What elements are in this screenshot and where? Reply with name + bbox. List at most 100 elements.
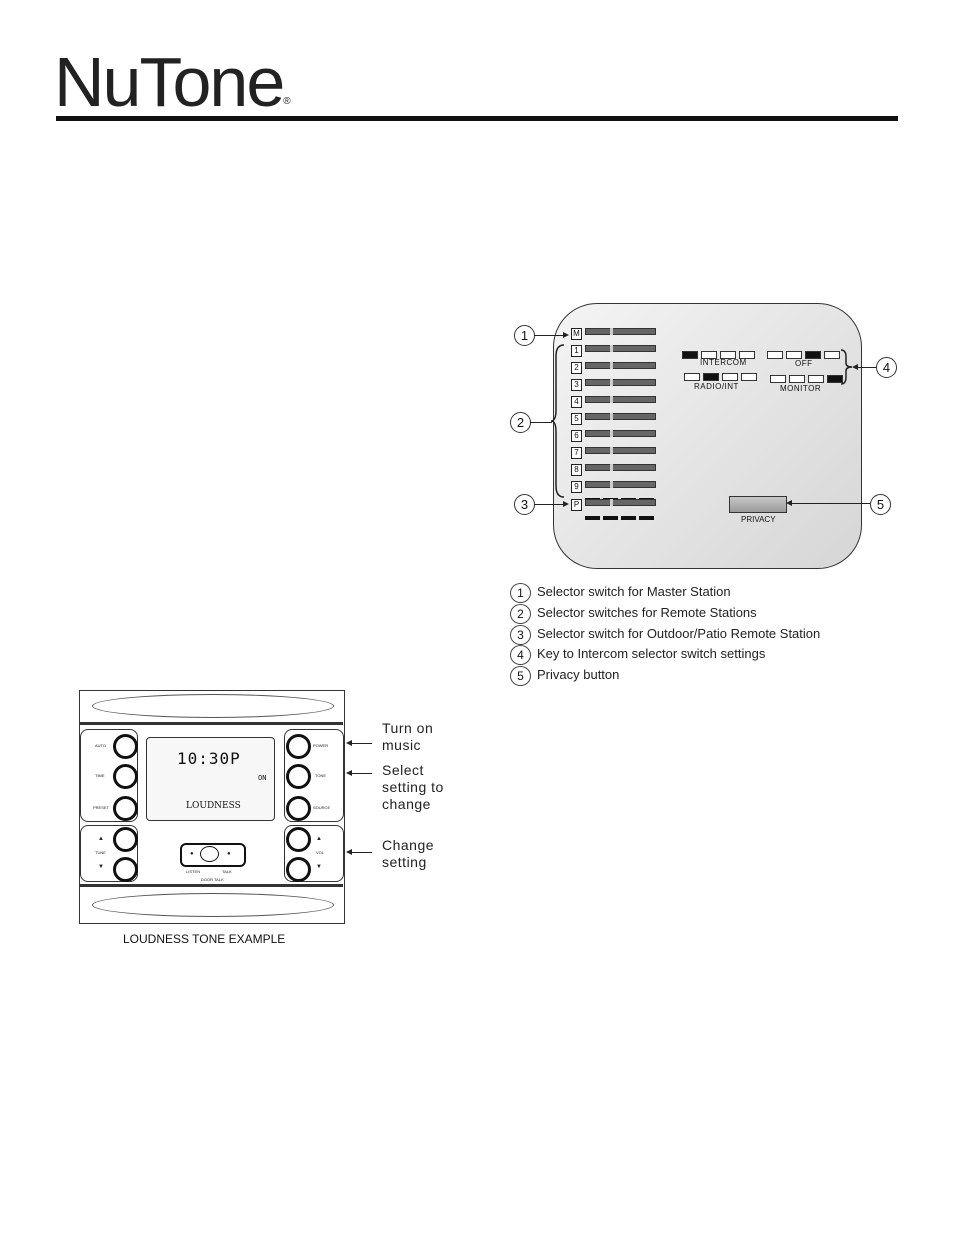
lcd-display — [146, 737, 275, 821]
switch-positions — [585, 387, 657, 400]
leader-line — [530, 422, 552, 423]
switch-positions — [585, 438, 657, 451]
key-box — [701, 351, 717, 359]
tune-up-knob[interactable] — [113, 827, 138, 852]
key-box — [824, 351, 840, 359]
switch-positions — [585, 404, 657, 417]
callout-5: 5 — [870, 494, 891, 515]
switch-label: 3 — [571, 379, 582, 391]
switch-label: 2 — [571, 362, 582, 374]
legend-text: Selector switch for Outdoor/Patio Remote… — [537, 626, 821, 641]
note-line: setting — [382, 854, 427, 870]
switch-positions — [585, 370, 657, 383]
arrowhead — [346, 740, 352, 746]
key-box — [808, 375, 824, 383]
note-line: Change — [382, 837, 435, 853]
preset-knob[interactable] — [113, 796, 138, 821]
key-box — [786, 351, 802, 359]
auto-knob[interactable] — [113, 734, 138, 759]
legend-number: 4 — [510, 645, 531, 665]
switch-label: 4 — [571, 396, 582, 408]
vol-up-arrow-icon: ▲ — [316, 836, 322, 842]
talk-dot-icon: ● — [227, 851, 231, 857]
key-box — [827, 375, 843, 383]
switch-label: 1 — [571, 345, 582, 357]
arrowhead — [786, 500, 792, 506]
vol-label: VOL — [316, 850, 325, 855]
switch-track — [585, 447, 656, 454]
arrowhead — [563, 332, 569, 338]
legend-number: 3 — [510, 625, 531, 645]
key-box — [682, 351, 698, 359]
key-label-monitor: MONITOR — [780, 384, 822, 393]
key-box — [722, 373, 738, 381]
leader-line — [534, 504, 564, 505]
legend-number: 2 — [510, 604, 531, 624]
device-bottom-arc — [92, 893, 334, 917]
volume-down-knob[interactable] — [286, 857, 311, 882]
auto-label: AUTO — [95, 743, 107, 748]
switch-track — [585, 396, 656, 403]
switch-positions — [585, 507, 657, 520]
key-box — [789, 375, 805, 383]
arrowhead — [346, 849, 352, 855]
callout-3: 3 — [514, 494, 535, 515]
key-box — [770, 375, 786, 383]
bracket-remote-stations — [550, 344, 565, 498]
device-top-arc — [92, 694, 334, 718]
header-rule — [56, 116, 898, 121]
switch-positions — [585, 472, 657, 485]
switch-label: 5 — [571, 413, 582, 425]
key-box — [767, 351, 783, 359]
brand-name: NuTone — [54, 43, 285, 121]
key-box — [703, 373, 719, 381]
power-knob[interactable] — [286, 734, 311, 759]
device-top-strip — [79, 722, 343, 725]
legend-text: Privacy button — [537, 667, 620, 682]
legend-text: Selector switch for Master Station — [537, 584, 731, 599]
source-label: SOURCE — [313, 805, 331, 810]
switch-label: M — [571, 328, 582, 340]
source-knob[interactable] — [286, 796, 311, 821]
arrowhead — [563, 501, 569, 507]
privacy-button[interactable] — [729, 496, 787, 513]
key-label-intercom: INTERCOM — [700, 358, 747, 367]
note-line: music — [382, 737, 422, 753]
switch-track — [585, 328, 656, 335]
tone-label: TONE — [315, 773, 327, 778]
switch-track — [585, 379, 656, 386]
switch-track — [585, 481, 656, 488]
switch-track — [585, 430, 656, 437]
legend-text: Key to Intercom selector switch settings — [537, 646, 766, 661]
preset-label: PRESET — [93, 805, 110, 810]
vol-down-arrow-icon: ▼ — [316, 864, 322, 870]
switch-label: P — [571, 499, 582, 511]
device-caption: LOUDNESS TONE EXAMPLE — [123, 932, 286, 946]
switch-label: 8 — [571, 464, 582, 476]
switch-track — [585, 413, 656, 420]
lcd-time: 10:30P — [177, 749, 241, 768]
tone-knob[interactable] — [286, 764, 311, 789]
lcd-mode: LOUDNESS — [186, 801, 241, 811]
note-change-setting: Change setting — [382, 837, 434, 871]
brand-logo: NuTone® — [54, 42, 291, 122]
time-knob[interactable] — [113, 764, 138, 789]
power-label: POWER — [313, 743, 329, 748]
switch-positions — [585, 489, 657, 502]
listen-label: LISTEN — [186, 869, 201, 874]
legend-text: Selector switches for Remote Stations — [537, 605, 757, 620]
switch-label: 9 — [571, 481, 582, 493]
key-label-off: OFF — [795, 359, 813, 368]
key-box — [720, 351, 736, 359]
key-box — [684, 373, 700, 381]
leader-line — [350, 743, 372, 744]
switch-positions — [585, 353, 657, 366]
time-label: TIME — [95, 773, 105, 778]
note-line: change — [382, 796, 431, 812]
switch-track — [585, 362, 656, 369]
tune-down-knob[interactable] — [113, 857, 138, 882]
volume-up-knob[interactable] — [286, 827, 311, 852]
switch-label: 6 — [571, 430, 582, 442]
leader-line — [350, 852, 372, 853]
note-line: Turn on — [382, 720, 434, 736]
